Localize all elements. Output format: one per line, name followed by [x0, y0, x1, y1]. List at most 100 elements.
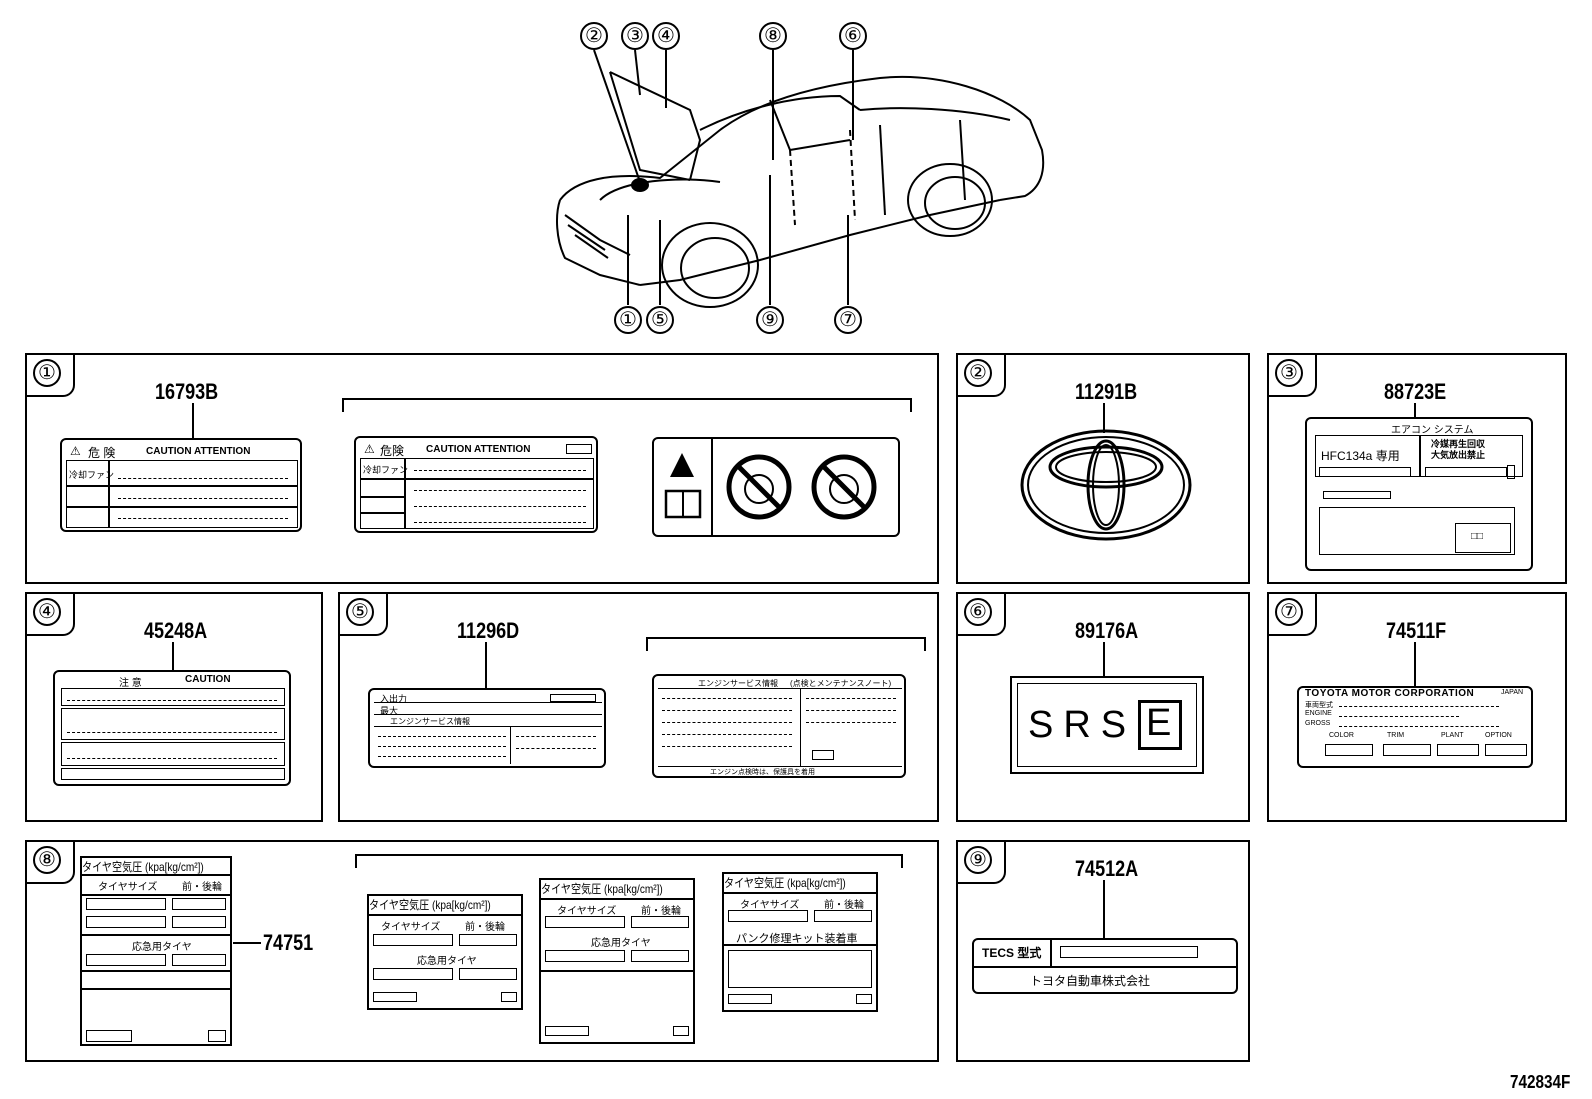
panel-tab: ① — [25, 353, 75, 397]
panel-tab: ④ — [25, 592, 75, 636]
panel-5: ⑤ 11296D 入出力 最大 エンジンサービス情報 エンジンサービス情報 (点… — [338, 592, 939, 822]
label-row: 入出力 — [380, 694, 408, 704]
panel-number: ③ — [1275, 359, 1303, 387]
panel-9: ⑨ 74512A TECS 型式 トヨタ自動車株式会社 — [956, 840, 1250, 1062]
part-number: 89176A — [1075, 618, 1139, 643]
part-number: 16793B — [155, 379, 219, 404]
panel-tab: ⑨ — [956, 840, 1006, 884]
plate-col: COLOR — [1329, 732, 1354, 739]
part-number: 45248A — [144, 618, 208, 643]
tecs-left: TECS 型式 — [982, 946, 1042, 960]
part-number: 88723E — [1384, 379, 1447, 404]
tire-size-header: タイヤサイズ — [381, 922, 441, 933]
plate-col: PLANT — [1441, 732, 1464, 739]
ac-title: エアコン システム — [1391, 425, 1474, 436]
part-number: 11291B — [1075, 379, 1138, 404]
tire-pressure-label-3: タイヤ空気圧 (kpa[kg/cm²]) タイヤサイズ 前・後輪 応急用タイヤ — [539, 878, 695, 1044]
label-subtitle: (点検とメンテナンスノート) — [790, 679, 892, 688]
manufacturer-plate: TOYOTA MOTOR CORPORATION JAPAN 車両型式 ENGI… — [1297, 686, 1533, 768]
panel-tab: ⑥ — [956, 592, 1006, 636]
panel-number: ⑦ — [1275, 598, 1303, 626]
fan-warning-pictogram-label — [652, 437, 900, 537]
emblem-logo — [1020, 429, 1192, 541]
callout-8: ⑧ — [759, 22, 787, 50]
part-number: 74511F — [1386, 618, 1447, 643]
panel-1: ① 16793B ⚠ 危 険 CAUTION ATTENTION 冷却ファン ⚠… — [25, 353, 939, 584]
tire-axle-header: 前・後輪 — [465, 922, 505, 933]
panel-tab: ⑤ — [338, 592, 388, 636]
panel-3: ③ 88723E エアコン システム HFC134a 専用 冷媒再生回収 大気放… — [1267, 353, 1567, 584]
srs-text: SRS — [1028, 704, 1137, 746]
plate-col: OPTION — [1485, 732, 1512, 739]
tire-size-header: タイヤサイズ — [557, 906, 617, 917]
label-row: 冷却ファン — [363, 465, 409, 475]
caution-label-b: ⚠ 危険 CAUTION ATTENTION 冷却ファン — [354, 436, 598, 533]
panel-number: ⑨ — [964, 846, 992, 874]
tire-spare-header: 応急用タイヤ — [591, 938, 651, 949]
group-bracket — [355, 854, 903, 868]
ac-refrigerant: HFC134a 専用 — [1321, 449, 1400, 463]
tecs-bottom: トヨタ自動車株式会社 — [1030, 974, 1151, 988]
callout-4: ④ — [652, 22, 680, 50]
plate-col: TRIM — [1387, 732, 1405, 739]
tecs-label: TECS 型式 トヨタ自動車株式会社 — [972, 938, 1238, 994]
plate-row: ENGINE — [1305, 710, 1332, 717]
panel-2: ② 11291B — [956, 353, 1250, 584]
label-footer: エンジン点検時は、保護具を着用 — [710, 769, 815, 776]
panel-number: ② — [964, 359, 992, 387]
label-head-jp: 注 意 — [119, 678, 142, 689]
panel-6: ⑥ 89176A SRS E — [956, 592, 1250, 822]
callout-9: ⑨ — [756, 306, 784, 334]
label-row: 冷却ファン — [69, 470, 115, 480]
tire-size-header: タイヤサイズ — [98, 882, 158, 893]
label-head-en: CAUTION ATTENTION — [146, 446, 251, 457]
tire-pressure-label-2: タイヤ空気圧 (kpa[kg/cm²]) タイヤサイズ 前・後輪 応急用タイヤ — [367, 894, 523, 1010]
group-bracket — [646, 637, 926, 651]
panel-number: ④ — [33, 598, 61, 626]
panel-number: ⑤ — [346, 598, 374, 626]
tire-size-header: タイヤサイズ — [740, 900, 800, 911]
panel-4: ④ 45248A 注 意 CAUTION — [25, 592, 323, 822]
panel-7: ⑦ 74511F TOYOTA MOTOR CORPORATION JAPAN … — [1267, 592, 1567, 822]
plate-suffix: JAPAN — [1501, 689, 1524, 696]
callout-1: ① — [614, 306, 642, 334]
panel-number: ⑧ — [33, 846, 61, 874]
tire-title: タイヤ空気圧 (kpa[kg/cm²]) — [82, 860, 204, 874]
panel-8: ⑧ タイヤ空気圧 (kpa[kg/cm²]) タイヤサイズ 前・後輪 応急用タイ… — [25, 840, 939, 1062]
tire-pressure-label-4: タイヤ空気圧 (kpa[kg/cm²]) タイヤサイズ 前・後輪 パンク修理キッ… — [722, 872, 878, 1012]
tire-title: タイヤ空気圧 (kpa[kg/cm²]) — [724, 876, 846, 890]
plate-row: GROSS — [1305, 720, 1331, 727]
tire-axle-header: 前・後輪 — [641, 906, 681, 917]
part-number: 74512A — [1075, 856, 1139, 881]
label-head-en: CAUTION — [185, 674, 231, 685]
part-number: 11296D — [457, 618, 520, 643]
tire-axle-header: 前・後輪 — [182, 882, 222, 893]
diagram-id: 742834F — [1510, 1072, 1571, 1092]
callout-3: ③ — [621, 22, 649, 50]
plate-title: TOYOTA MOTOR CORPORATION — [1305, 688, 1475, 699]
ac-note: 冷媒再生回収 大気放出禁止 — [1431, 439, 1486, 460]
label-title: エンジンサービス情報 — [698, 679, 778, 688]
tire-repair-header: パンク修理キット装着車 — [736, 933, 858, 945]
ac-system-label: エアコン システム HFC134a 専用 冷媒再生回収 大気放出禁止 □□ — [1305, 417, 1533, 571]
label-head-jp: 危険 — [380, 444, 405, 458]
tire-title: タイヤ空気圧 (kpa[kg/cm²]) — [369, 898, 491, 912]
tire-axle-header: 前・後輪 — [824, 900, 864, 911]
tire-pressure-label-1: タイヤ空気圧 (kpa[kg/cm²]) タイヤサイズ 前・後輪 応急用タイヤ — [80, 856, 232, 1046]
label-row: 最大 — [380, 706, 399, 716]
caution-label-a: ⚠ 危 険 CAUTION ATTENTION 冷却ファン — [60, 438, 302, 532]
srs-label: SRS E — [1010, 676, 1204, 774]
panel-tab: ⑦ — [1267, 592, 1317, 636]
tire-title: タイヤ空気圧 (kpa[kg/cm²]) — [541, 882, 663, 896]
label-row: エンジンサービス情報 — [390, 717, 470, 726]
panel-tab: ⑧ — [25, 840, 75, 884]
label-head-jp: 危 険 — [88, 446, 116, 460]
part-number: 74751 — [263, 930, 314, 955]
tire-spare-header: 応急用タイヤ — [132, 942, 192, 953]
panel-number: ⑥ — [964, 598, 992, 626]
panel-number: ① — [33, 359, 61, 387]
label-head-en: CAUTION ATTENTION — [426, 444, 531, 455]
callout-7: ⑦ — [834, 306, 862, 334]
engine-service-label-b: エンジンサービス情報 (点検とメンテナンスノート) エンジン点検時は、保護具を着… — [652, 674, 906, 778]
